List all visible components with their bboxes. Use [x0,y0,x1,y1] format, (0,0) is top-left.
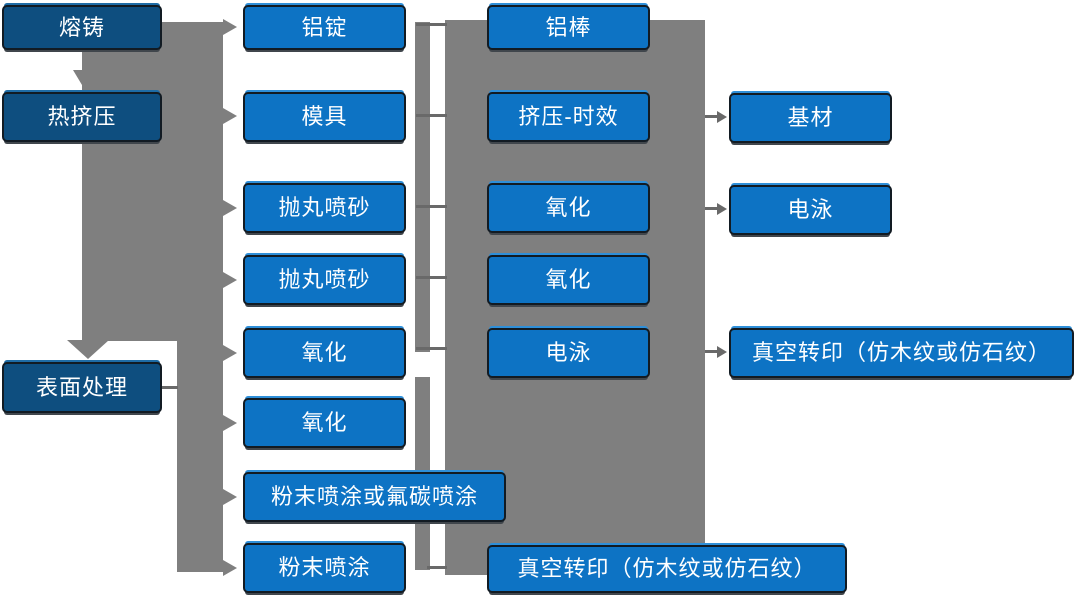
arrow-to-shot-blasting-1-icon [223,200,237,216]
arrow-to-aluminum-ingot-icon [223,19,237,35]
arrow-to-base-material-icon [717,111,727,123]
arrow-shaft-to-vacuum-transfer [705,350,718,353]
tick-row-vacuum-transfer [427,566,447,569]
node-electrophoresis-1: 电泳 [487,328,650,378]
node-powder-coating: 粉末喷涂 [243,543,406,593]
arrow-to-electrophoresis-icon [717,203,727,215]
node-electrophoresis-2: 电泳 [729,185,892,235]
connector-spine-upper [415,22,430,352]
node-surface-treatment: 表面处理 [2,362,162,413]
node-oxidation-3: 氧化 [487,183,650,233]
node-oxidation-1: 氧化 [243,328,406,378]
tick-row-electrophoresis [416,347,447,350]
node-powder-or-fluorocarbon-coating: 粉末喷涂或氟碳喷涂 [243,472,506,522]
arrow-to-mold-icon [223,108,237,124]
arrow-to-vacuum-transfer-icon [717,346,727,358]
node-vacuum-transfer-printing-1: 真空转印（仿木纹或仿石纹） [487,545,847,593]
arrow-to-oxidation-1-icon [223,345,237,361]
arrow-to-oxidation-2-icon [223,415,237,431]
arrow-to-powder-coating-icon [223,560,237,576]
node-aluminum-ingot: 铝锭 [243,5,406,50]
flow-band-left [82,22,223,341]
tick-row-oxidation-upper [416,205,447,208]
node-base-material: 基材 [729,93,892,143]
arrow-to-shot-blasting-2-icon [223,272,237,288]
arrow-shaft-to-base-material [705,115,718,118]
tick-row-aluminum-rod [416,23,447,26]
arrow-to-hot-extrusion-icon [73,70,91,85]
node-vacuum-transfer-printing-2: 真空转印（仿木纹或仿石纹） [729,328,1074,378]
node-extrusion-aging: 挤压-时效 [487,92,650,142]
tick-surface-treatment [162,386,178,389]
node-shot-blasting-1: 抛丸喷砂 [243,183,406,233]
node-mold: 模具 [243,92,406,142]
flow-band-left-lower [177,341,223,572]
node-melting-casting: 熔铸 [2,5,162,50]
arrow-to-surface-treatment-icon [67,340,109,359]
tick-row-oxidation-lower [416,276,447,279]
node-oxidation-4: 氧化 [487,255,650,305]
node-hot-extrusion: 热挤压 [2,92,162,142]
tick-row-extrusion-aging [416,114,447,117]
node-aluminum-rod: 铝棒 [487,5,650,50]
node-shot-blasting-2: 抛丸喷砂 [243,255,406,305]
arrow-shaft-to-electrophoresis [705,207,718,210]
node-oxidation-2: 氧化 [243,398,406,448]
arrow-to-powder-fluorocarbon-icon [223,489,237,505]
